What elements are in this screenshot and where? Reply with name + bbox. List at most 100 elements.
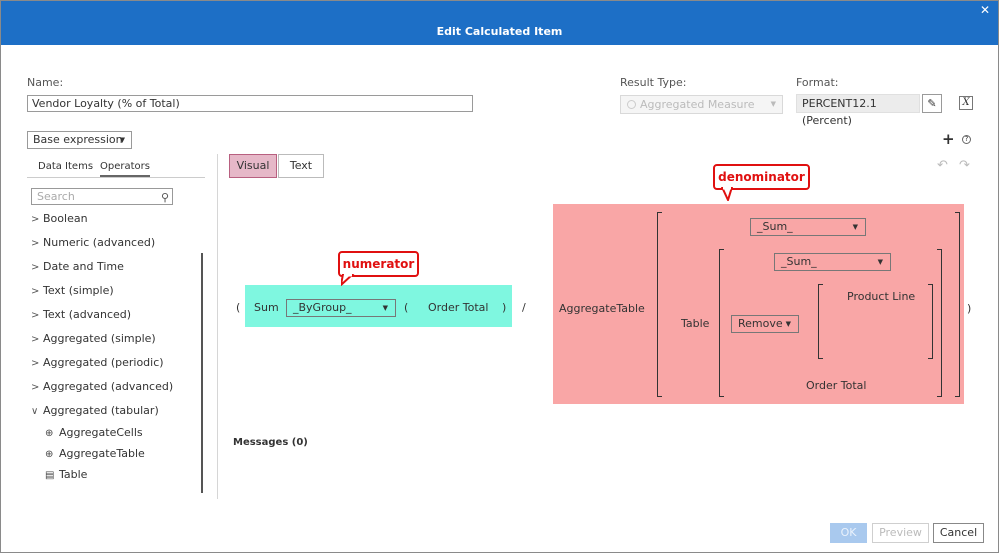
sum-dropdown-inner[interactable]: _Sum_ ▼ bbox=[774, 253, 891, 271]
chevron-right-icon: > bbox=[31, 310, 40, 321]
chevron-right-icon: > bbox=[31, 214, 40, 225]
chevron-right-icon: > bbox=[31, 334, 40, 345]
tab-operators[interactable]: Operators bbox=[100, 161, 150, 177]
tree-group-label: Text (advanced) bbox=[43, 308, 132, 321]
tree-group-aggregated-tabular[interactable]: ∨Aggregated (tabular) bbox=[31, 404, 159, 417]
add-icon[interactable]: + bbox=[942, 130, 955, 148]
bygroup-dropdown[interactable]: _ByGroup_ ▼ bbox=[286, 299, 396, 317]
format-value: PERCENT12.1 (Percent) bbox=[796, 94, 920, 127]
chevron-right-icon: > bbox=[31, 286, 40, 297]
aggregated-measure-icon bbox=[627, 100, 636, 109]
numerator-measure[interactable]: Order Total bbox=[428, 301, 489, 314]
close-icon[interactable]: ✕ bbox=[979, 3, 991, 17]
tree-group-label: Aggregated (advanced) bbox=[43, 380, 174, 393]
product-line-item[interactable]: Product Line bbox=[847, 290, 916, 303]
class-close-bracket bbox=[928, 284, 933, 359]
bygroup-value: _ByGroup_ bbox=[293, 301, 352, 314]
undo-icon[interactable]: ↶ bbox=[937, 158, 948, 173]
chevron-right-icon: > bbox=[31, 238, 40, 249]
name-input[interactable]: Vendor Loyalty (% of Total) bbox=[27, 95, 473, 112]
table-close-bracket bbox=[937, 249, 942, 397]
denominator-callout-tail bbox=[721, 187, 734, 201]
dialog-title: Edit Calculated Item bbox=[436, 25, 563, 38]
tree-group-text-simple[interactable]: >Text (simple) bbox=[31, 284, 114, 297]
operator-aggregatetable[interactable]: ⊕ AggregateTable bbox=[45, 447, 145, 460]
numerator-highlight bbox=[245, 285, 512, 327]
ok-button[interactable]: OK bbox=[830, 523, 867, 543]
help-icon[interactable]: ? bbox=[962, 135, 971, 144]
chevron-down-icon: ▼ bbox=[877, 258, 883, 266]
redo-icon[interactable]: ↷ bbox=[959, 158, 970, 173]
aggregatetable-open-bracket bbox=[657, 212, 662, 397]
chevron-right-icon: > bbox=[31, 382, 40, 393]
tree-group-aggregated-simple[interactable]: >Aggregated (simple) bbox=[31, 332, 156, 345]
base-expression-label: Base expression bbox=[33, 133, 123, 146]
tree-group-aggregated-periodic[interactable]: >Aggregated (periodic) bbox=[31, 356, 164, 369]
base-expression-dropdown[interactable]: Base expression ▼ bbox=[27, 131, 132, 149]
visual-view-button[interactable]: Visual bbox=[229, 154, 277, 178]
remove-value: Remove bbox=[738, 317, 783, 330]
tree-group-label: Aggregated (periodic) bbox=[43, 356, 164, 369]
preview-button[interactable]: Preview bbox=[872, 523, 929, 543]
tree-group-boolean[interactable]: >Boolean bbox=[31, 212, 88, 225]
function-icon: X bbox=[962, 97, 970, 108]
tab-data-items[interactable]: Data Items bbox=[38, 161, 94, 172]
numerator-close-paren: ) bbox=[502, 301, 507, 314]
name-label: Name: bbox=[27, 76, 64, 89]
operator-label: Table bbox=[59, 468, 88, 481]
denominator-callout: denominator bbox=[713, 164, 810, 190]
operator-aggregatecells[interactable]: ⊕ AggregateCells bbox=[45, 426, 143, 439]
chevron-down-icon: ▼ bbox=[770, 100, 776, 108]
messages-label: Messages (0) bbox=[233, 437, 308, 448]
sum-dropdown-outer[interactable]: _Sum_ ▼ bbox=[750, 218, 866, 236]
dialog-titlebar: Edit Calculated Item ✕ bbox=[1, 1, 998, 45]
class-open-bracket bbox=[818, 284, 823, 359]
left-panel-scrollbar[interactable] bbox=[201, 253, 203, 493]
panel-divider bbox=[217, 154, 218, 499]
aggregatetable-close-bracket bbox=[955, 212, 960, 397]
result-type-label: Result Type: bbox=[620, 76, 687, 89]
denominator-function[interactable]: AggregateTable bbox=[559, 302, 645, 315]
tree-group-label: Aggregated (simple) bbox=[43, 332, 156, 345]
chevron-right-icon: > bbox=[31, 358, 40, 369]
tree-group-label: Boolean bbox=[43, 212, 88, 225]
tree-group-date-time[interactable]: >Date and Time bbox=[31, 260, 124, 273]
table-label[interactable]: Table bbox=[681, 317, 710, 330]
table-open-bracket bbox=[719, 249, 724, 397]
chevron-down-icon: ▼ bbox=[785, 320, 791, 328]
chevron-down-icon: ▼ bbox=[119, 136, 125, 144]
outer-close-paren: ) bbox=[967, 302, 972, 315]
order-total-item[interactable]: Order Total bbox=[806, 379, 867, 392]
edit-format-button[interactable]: ✎ bbox=[922, 94, 942, 113]
tree-group-label: Date and Time bbox=[43, 260, 124, 273]
close-format-button[interactable]: X bbox=[959, 96, 973, 110]
globe-grid-icon: ⊕ bbox=[45, 428, 54, 439]
remove-dropdown[interactable]: Remove ▼ bbox=[731, 315, 799, 333]
operator-table[interactable]: ▤ Table bbox=[45, 468, 87, 481]
table-icon: ▤ bbox=[45, 470, 55, 481]
search-icon: ⚲ bbox=[160, 191, 169, 204]
result-type-value: Aggregated Measure bbox=[640, 98, 755, 111]
tree-group-numeric-advanced[interactable]: >Numeric (advanced) bbox=[31, 236, 155, 249]
text-view-button[interactable]: Text bbox=[278, 154, 324, 178]
chevron-down-icon: ▼ bbox=[382, 304, 388, 312]
result-type-select[interactable]: Aggregated Measure ▼ bbox=[620, 95, 783, 114]
tree-group-label: Numeric (advanced) bbox=[43, 236, 156, 249]
tree-group-label: Text (simple) bbox=[43, 284, 114, 297]
sum-value: _Sum_ bbox=[781, 255, 817, 268]
globe-grid-icon: ⊕ bbox=[45, 449, 54, 460]
tree-group-label: Aggregated (tabular) bbox=[43, 404, 159, 417]
chevron-right-icon: > bbox=[31, 262, 40, 273]
search-input[interactable]: Search ⚲ bbox=[31, 188, 173, 205]
outer-open-paren: ( bbox=[236, 301, 241, 314]
numerator-callout-tail bbox=[341, 274, 355, 286]
numerator-function[interactable]: Sum bbox=[254, 301, 279, 314]
tree-group-text-advanced[interactable]: >Text (advanced) bbox=[31, 308, 131, 321]
tree-group-aggregated-advanced[interactable]: >Aggregated (advanced) bbox=[31, 380, 173, 393]
divide-operator: / bbox=[522, 301, 526, 314]
operator-label: AggregateTable bbox=[59, 447, 145, 460]
cancel-button[interactable]: Cancel bbox=[933, 523, 984, 543]
operator-label: AggregateCells bbox=[59, 426, 143, 439]
numerator-open-paren: ( bbox=[404, 301, 409, 314]
